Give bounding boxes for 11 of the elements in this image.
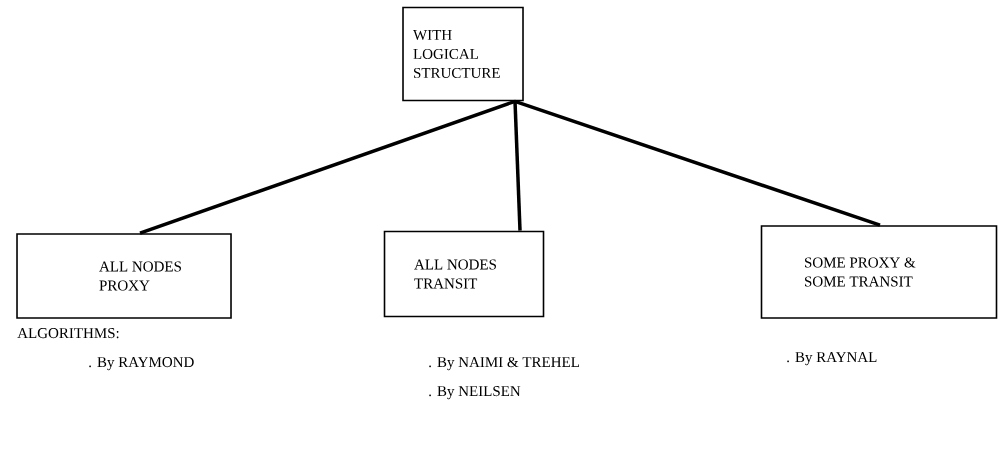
algorithm-label: . By NAIMI & TREHEL xyxy=(429,357,579,371)
algorithm-label: . By NEILSEN xyxy=(429,386,521,400)
process-box: ALL NODES TRANSIT xyxy=(383,230,545,318)
algorithm-label: . By RAYMOND xyxy=(89,357,194,371)
process-box: WITH LOGICAL STRUCTURE xyxy=(402,6,524,102)
connector-line xyxy=(139,99,516,235)
algorithm-label: . By RAYNAL xyxy=(787,352,877,366)
connector-line xyxy=(514,99,881,227)
connector-line xyxy=(513,101,522,231)
process-box: SOME PROXY & SOME TRANSIT xyxy=(760,225,998,319)
process-box: ALL NODES PROXY xyxy=(16,233,232,319)
